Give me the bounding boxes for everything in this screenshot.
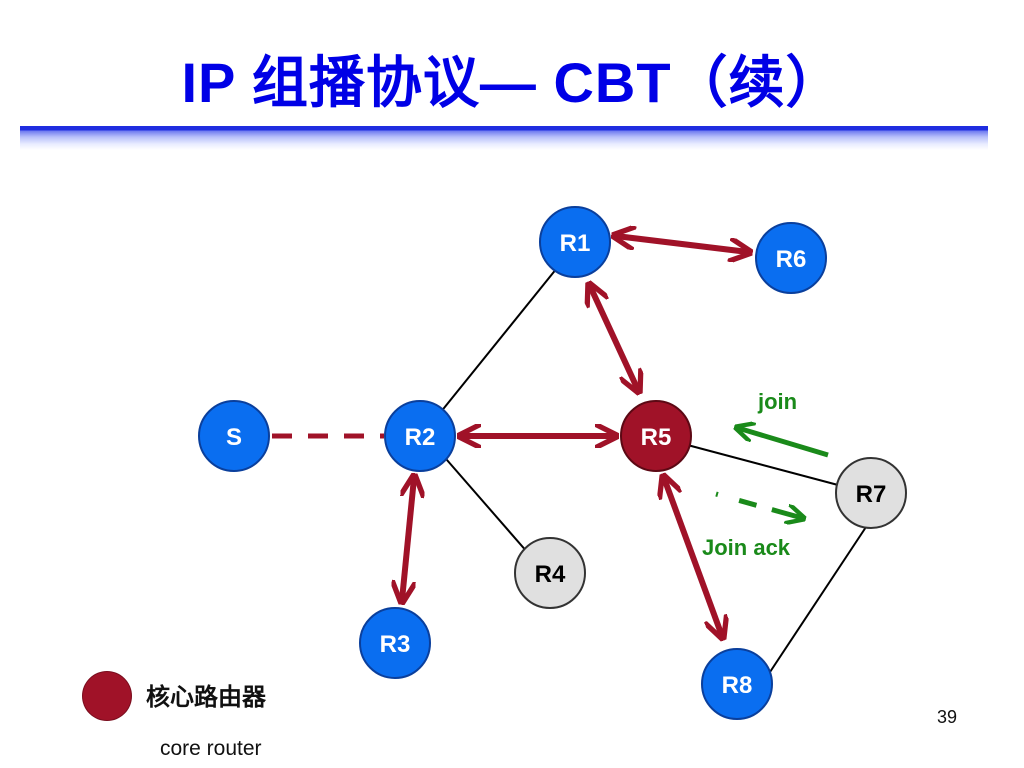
tree-r5-r8	[664, 478, 722, 636]
node-r4: R4	[514, 537, 586, 609]
node-r4-label: R4	[535, 561, 566, 588]
node-r2: R2	[384, 400, 456, 472]
node-r8-label: R8	[722, 672, 753, 699]
title-underline	[20, 126, 988, 150]
tree-r2-r3	[402, 478, 414, 600]
join-arrow	[738, 428, 829, 458]
node-r7: R7	[835, 457, 907, 529]
link-r2-r4	[439, 451, 529, 554]
slide-title: IP 组播协议— CBT（续）	[181, 51, 843, 114]
node-r7-label: R7	[856, 481, 887, 508]
node-r1: R1	[539, 206, 611, 278]
node-r1-label: R1	[560, 230, 591, 257]
join-label: join	[757, 389, 797, 414]
legend-sublabel: core router	[160, 737, 262, 760]
page-number: 39	[937, 707, 958, 727]
join-ack-label: Join ack	[702, 535, 791, 560]
node-r6-label: R6	[776, 246, 807, 273]
node-r3: R3	[359, 607, 431, 679]
tree-r1-r5	[590, 286, 638, 390]
node-r8: R8	[701, 648, 773, 720]
node-r3-label: R3	[380, 631, 411, 658]
node-r5: R5	[620, 400, 692, 472]
node-r2-label: R2	[405, 424, 436, 451]
node-r5-label: R5	[641, 424, 672, 451]
link-r7-r8	[769, 526, 867, 673]
join-ack-arrow	[715, 491, 802, 518]
node-s-label: S	[226, 424, 242, 451]
tree-r1-r6	[616, 236, 748, 252]
node-s: S	[198, 400, 270, 472]
link-r5-r7	[679, 442, 839, 486]
legend-core-router-swatch	[83, 672, 131, 720]
node-r6: R6	[755, 222, 827, 294]
legend-label: 核心路由器	[146, 683, 266, 711]
link-r1-r2	[439, 267, 558, 414]
